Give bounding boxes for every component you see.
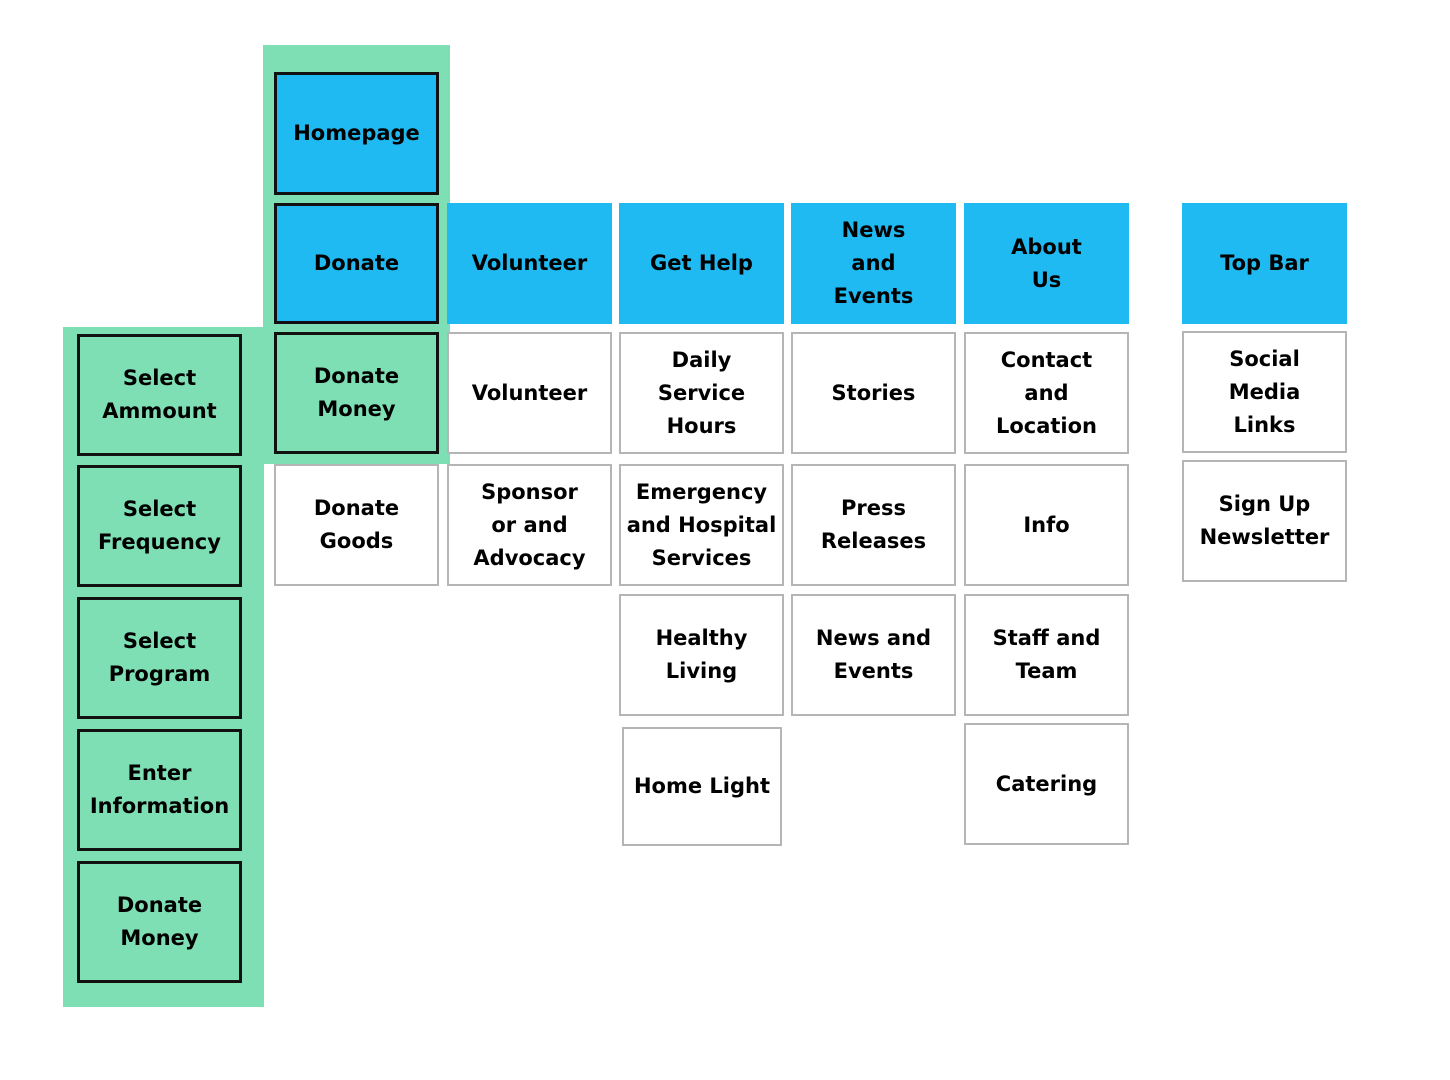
node-healthy-living-label: Healthy Living (655, 626, 748, 683)
node-sign-up-newsletter-label: Sign Up Newsletter (1199, 492, 1330, 549)
node-info[interactable]: Info (964, 464, 1129, 586)
node-news-and-events-label: News and Events (815, 626, 932, 683)
node-about-us-header[interactable]: About Us (964, 203, 1129, 324)
node-volunteer-header[interactable]: Volunteer (447, 203, 612, 324)
node-sponsor-advocacy[interactable]: Sponsor or and Advocacy (447, 464, 612, 586)
node-homepage-label: Homepage (293, 121, 420, 145)
node-catering[interactable]: Catering (964, 723, 1129, 845)
node-donate-money[interactable]: Donate Money (274, 332, 439, 454)
node-get-help-header-label: Get Help (650, 251, 753, 275)
node-catering-label: Catering (995, 771, 1098, 796)
flow-select-amount-label: Select Ammount (102, 366, 217, 423)
node-home-light-label: Home Light (633, 774, 771, 798)
node-stories-label: Stories (831, 380, 916, 405)
node-sign-up-newsletter[interactable]: Sign Up Newsletter (1182, 460, 1347, 582)
node-homepage[interactable]: Homepage (274, 72, 439, 195)
node-donate-goods-label: Donate Goods (313, 496, 400, 553)
node-healthy-living[interactable]: Healthy Living (619, 594, 784, 716)
flow-donate-money-label: Donate Money (116, 893, 203, 950)
node-news-events-header-label: News and Events (833, 218, 914, 308)
node-news-events-header[interactable]: News and Events (791, 203, 956, 324)
node-home-light[interactable]: Home Light (622, 727, 782, 846)
flow-select-program-label: Select Program (108, 629, 211, 686)
node-stories[interactable]: Stories (791, 332, 956, 454)
flow-select-frequency-label: Select Frequency (98, 497, 221, 554)
flow-select-program[interactable]: Select Program (77, 597, 242, 719)
flow-select-amount[interactable]: Select Ammount (77, 334, 242, 456)
flow-select-frequency[interactable]: Select Frequency (77, 465, 242, 587)
node-daily-service-hours[interactable]: Daily Service Hours (619, 332, 784, 454)
node-staff-team[interactable]: Staff and Team (964, 594, 1129, 716)
flow-donate-money[interactable]: Donate Money (77, 861, 242, 983)
node-news-and-events[interactable]: News and Events (791, 594, 956, 716)
node-press-releases-label: Press Releases (820, 496, 927, 553)
node-get-help-header[interactable]: Get Help (619, 203, 784, 324)
node-sponsor-advocacy-label: Sponsor or and Advocacy (473, 479, 586, 570)
node-volunteer-header-label: Volunteer (471, 251, 588, 275)
node-donate[interactable]: Donate (274, 203, 439, 324)
node-contact-location[interactable]: Contact and Location (964, 332, 1129, 454)
node-staff-team-label: Staff and Team (992, 626, 1101, 683)
node-press-releases[interactable]: Press Releases (791, 464, 956, 586)
node-info-label: Info (1023, 512, 1070, 537)
node-daily-service-hours-label: Daily Service Hours (657, 347, 746, 438)
node-emergency-hospital-label: Emergency and Hospital Services (626, 479, 777, 570)
node-donate-label: Donate (313, 251, 400, 275)
node-volunteer[interactable]: Volunteer (447, 332, 612, 454)
flow-enter-information-label: Enter Information (89, 761, 230, 818)
node-social-media-links[interactable]: Social Media Links (1182, 331, 1347, 453)
flow-enter-information[interactable]: Enter Information (77, 729, 242, 851)
node-donate-goods[interactable]: Donate Goods (274, 464, 439, 586)
node-donate-money-label: Donate Money (313, 364, 400, 421)
node-volunteer-label: Volunteer (471, 380, 588, 405)
node-top-bar-header-label: Top Bar (1220, 251, 1309, 275)
node-emergency-hospital[interactable]: Emergency and Hospital Services (619, 464, 784, 586)
node-top-bar-header[interactable]: Top Bar (1182, 203, 1347, 324)
node-about-us-header-label: About Us (1011, 234, 1082, 292)
node-social-media-links-label: Social Media Links (1228, 346, 1301, 437)
node-contact-location-label: Contact and Location (995, 347, 1098, 438)
